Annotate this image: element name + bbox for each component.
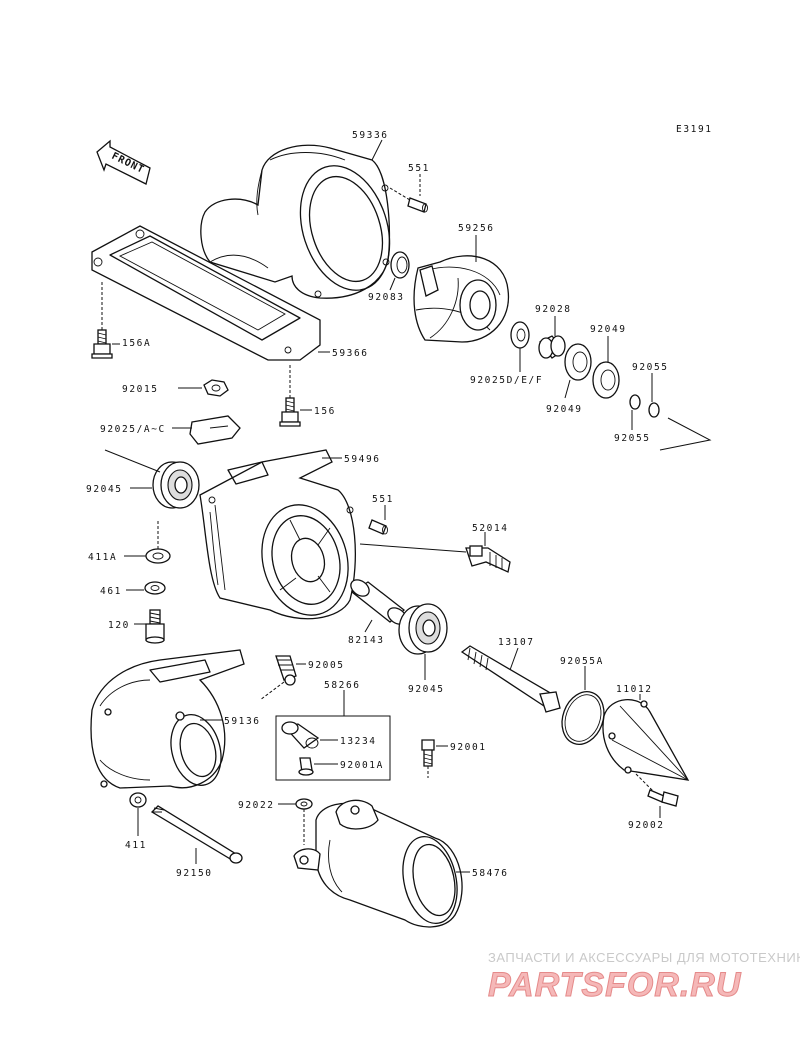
label-13234: 13234 [340, 736, 377, 747]
pump-case-59496 [199, 449, 357, 620]
pin-551-upper [407, 197, 428, 213]
label-82143: 82143 [348, 635, 385, 646]
label-92002: 92002 [628, 820, 665, 831]
label-411a: 411A [88, 552, 117, 563]
label-59366: 59366 [332, 348, 369, 359]
lower-housing-59136 [90, 649, 245, 789]
seal-92049-right [592, 361, 620, 399]
label-92028: 92028 [535, 304, 572, 315]
label-59136: 59136 [224, 716, 261, 727]
label-92055a: 92055A [560, 656, 604, 667]
lockwasher-461 [144, 581, 166, 595]
label-92083: 92083 [368, 292, 405, 303]
bolt-120 [145, 609, 165, 644]
label-92055-lower: 92055 [614, 433, 651, 444]
washer-92022 [295, 798, 313, 810]
label-551-lower: 551 [372, 494, 394, 505]
label-92001a: 92001A [340, 760, 384, 771]
label-59496: 59496 [344, 454, 381, 465]
bearing-92045-left [152, 461, 200, 509]
bolt-156 [279, 397, 301, 427]
washer-92025def [510, 321, 530, 349]
watermark-logo: PARTSFOR.RU [488, 966, 742, 1004]
sleeve-92028 [538, 335, 566, 359]
label-92055-upper: 92055 [632, 362, 669, 373]
label-92022: 92022 [238, 800, 275, 811]
label-120: 120 [108, 620, 130, 631]
washer-411a [145, 548, 171, 564]
bolt-92001a [298, 757, 314, 776]
label-92049-lower: 92049 [546, 404, 583, 415]
label-92045-left: 92045 [86, 484, 123, 495]
label-92025def: 92025D/E/F [470, 375, 543, 386]
label-411: 411 [125, 840, 147, 851]
label-59256: 59256 [458, 223, 495, 234]
label-156a: 156A [122, 338, 151, 349]
impeller-59256 [413, 255, 510, 343]
diagram-code: E3191 [676, 124, 713, 135]
watermark-tagline: ЗАПЧАСТИ И АКСЕССУАРЫ ДЛЯ МОТОТЕХНИКИ [488, 950, 800, 965]
washer-411 [129, 792, 147, 808]
label-92015: 92015 [122, 384, 159, 395]
bearing-92045-right [398, 603, 448, 655]
shim-92025ac [189, 415, 241, 445]
label-92045-right: 92045 [408, 684, 445, 695]
bolt-156a [91, 329, 113, 359]
pin-551-lower [368, 519, 388, 535]
label-461: 461 [100, 586, 122, 597]
upper-housing-59336 [200, 144, 391, 299]
o-ring-92055a [561, 691, 605, 745]
label-551-upper: 551 [408, 163, 430, 174]
seal-92049-left [564, 343, 592, 381]
nut-92015 [203, 379, 229, 397]
label-59336: 59336 [352, 130, 389, 141]
label-52014: 52014 [472, 523, 509, 534]
fitting-52014 [465, 545, 511, 573]
label-92049-upper: 92049 [590, 324, 627, 335]
shaft-13107 [460, 645, 561, 713]
label-92150: 92150 [176, 868, 213, 879]
spacer-82143 [350, 579, 407, 625]
pin-13234 [281, 721, 320, 749]
label-11012: 11012 [616, 684, 653, 695]
bolt-92002 [647, 789, 679, 807]
front-arrow-icon: FRONT [96, 139, 151, 185]
mounting-plate-59366 [91, 225, 321, 361]
label-92005: 92005 [308, 660, 345, 671]
label-156: 156 [314, 406, 336, 417]
rod-92150 [150, 805, 243, 864]
o-rings-92055 [629, 394, 660, 418]
bolt-92001 [421, 739, 435, 767]
label-92025ac: 92025/A~C [100, 424, 166, 435]
label-13107: 13107 [498, 637, 535, 648]
grease-nipple-92005 [275, 655, 297, 686]
cap-11012 [602, 699, 690, 781]
label-58476: 58476 [472, 868, 509, 879]
kit-box-58266 [275, 715, 391, 781]
label-92001: 92001 [450, 742, 487, 753]
label-58266: 58266 [324, 680, 361, 691]
ring-92083 [390, 251, 410, 279]
nozzle-58476 [293, 799, 463, 928]
